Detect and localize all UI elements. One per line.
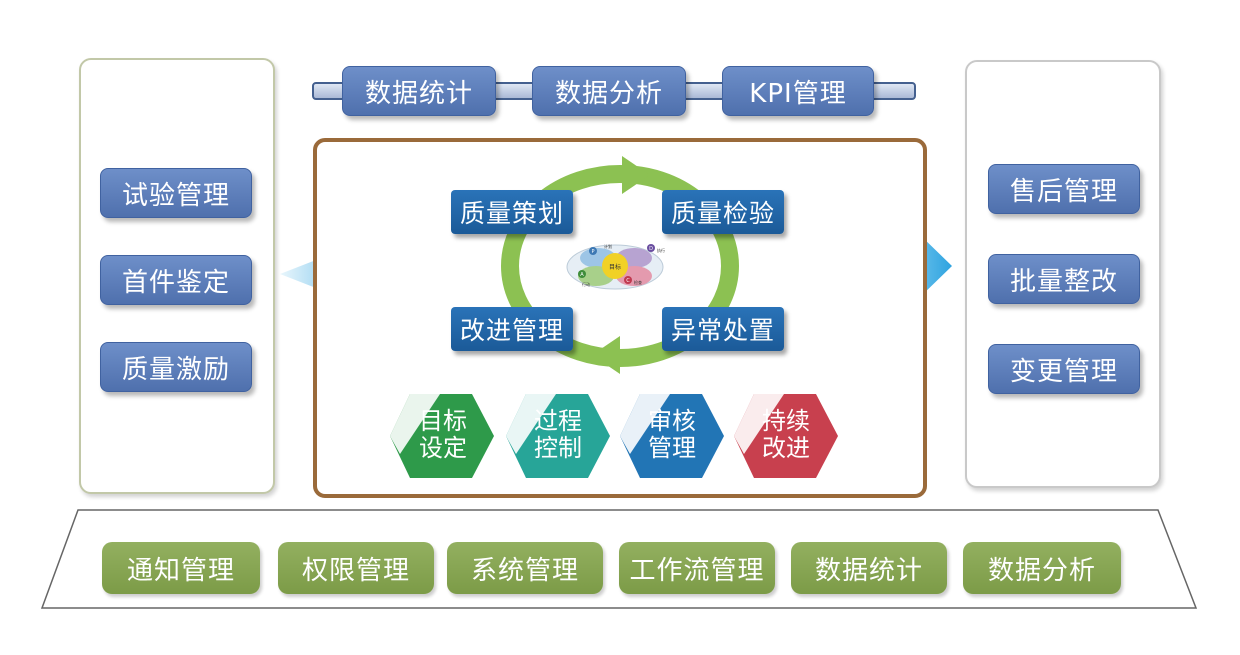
cycle-improvement-management[interactable]: 改进管理 [451,307,573,351]
hex-line2: 控制 [534,434,582,462]
cycle-ring [501,156,739,374]
cycle-quality-planning[interactable]: 质量策划 [451,190,573,234]
top-item-kpi-management[interactable]: KPI管理 [722,66,874,116]
pdca-label-check: 检查 [634,279,642,285]
hexagon-continuous-improvement-label[interactable]: 持续 改进 [746,408,826,462]
left-item-first-article[interactable]: 首件鉴定 [100,255,252,305]
pdca-center-text: 目标 [609,263,621,271]
hex-line1: 过程 [534,407,582,435]
hexagon-goal-setting-label[interactable]: 目标 设定 [403,408,483,462]
cycle-exception-handling[interactable]: 异常处置 [662,307,784,351]
left-item-quality-incentive[interactable]: 质量激励 [100,342,252,392]
right-item-batch-rectification[interactable]: 批量整改 [988,254,1140,304]
top-item-data-statistics[interactable]: 数据统计 [342,66,496,116]
top-item-data-analysis[interactable]: 数据分析 [532,66,686,116]
hexagon-continuous-improvement [734,394,838,478]
right-item-change-management[interactable]: 变更管理 [988,344,1140,394]
hexagon-process-control [506,394,610,478]
platform-notification-management[interactable]: 通知管理 [102,542,260,594]
hex-line2: 改进 [762,434,810,462]
cycle-quality-inspection[interactable]: 质量检验 [662,190,784,234]
platform-data-analysis[interactable]: 数据分析 [963,542,1121,594]
right-item-after-sales[interactable]: 售后管理 [988,164,1140,214]
platform-system-management[interactable]: 系统管理 [447,542,603,594]
hexagon-row [390,394,838,478]
hexagon-process-control-label[interactable]: 过程 控制 [518,408,598,462]
pdca-letter-p: P [591,249,594,255]
pdca-mini-diagram: 目标 P D C A 计划 执行 检查 行动 [566,243,665,290]
left-item-test-management[interactable]: 试验管理 [100,168,252,218]
pdca-letter-a: A [580,272,584,278]
hexagon-goal-setting [390,394,494,478]
hex-line1: 目标 [419,407,467,435]
platform-data-statistics[interactable]: 数据统计 [791,542,947,594]
platform-workflow-management[interactable]: 工作流管理 [619,542,775,594]
platform-permission-management[interactable]: 权限管理 [278,542,434,594]
pdca-label-do: 执行 [657,247,665,253]
hex-line1: 持续 [762,407,810,435]
hex-line2: 管理 [648,434,696,462]
pdca-label-act: 行动 [582,281,590,287]
pdca-label-plan: 计划 [604,243,612,249]
pdca-letter-c: C [626,278,630,284]
pdca-letter-d: D [649,246,653,252]
hex-line1: 审核 [648,407,696,435]
hexagon-audit-management [620,394,724,478]
hexagon-audit-management-label[interactable]: 审核 管理 [632,408,712,462]
hex-line2: 设定 [419,434,467,462]
